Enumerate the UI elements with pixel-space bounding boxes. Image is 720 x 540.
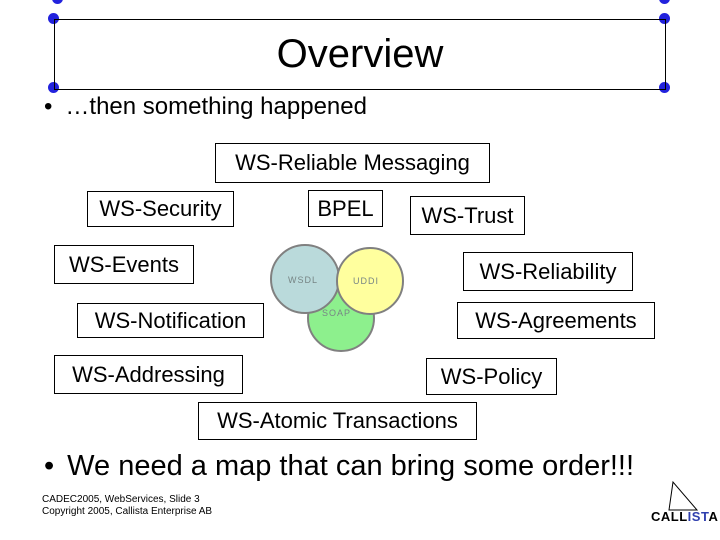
venn-label-wsdl: WSDL — [288, 275, 319, 285]
bullet-text: …then something happened — [65, 93, 367, 120]
box-ws-atomic-transactions: WS-Atomic Transactions — [198, 402, 477, 440]
box-ws-policy: WS-Policy — [426, 358, 557, 395]
callista-logo: CALLISTA — [651, 509, 718, 524]
box-ws-addressing: WS-Addressing — [54, 355, 243, 394]
box-ws-events: WS-Events — [54, 245, 194, 284]
logo-text-prefix: CALL — [651, 509, 688, 524]
title-box: Overview — [54, 19, 666, 90]
venn-label-uddi: UDDI — [353, 276, 379, 286]
slide-footer: CADEC2005, WebServices, Slide 3 Copyrigh… — [42, 494, 212, 518]
bullet-marker: • — [44, 93, 53, 120]
bullet-marker: • — [44, 450, 55, 482]
decor-dot-titlebox-bottom-right — [659, 82, 670, 93]
decor-dot-top-edge-left — [52, 0, 63, 4]
box-ws-reliability: WS-Reliability — [463, 252, 633, 291]
box-bpel: BPEL — [308, 190, 383, 227]
bullet-item-1: • …then something happened — [44, 93, 367, 121]
box-ws-trust: WS-Trust — [410, 196, 525, 235]
slide-title: Overview — [276, 32, 444, 76]
box-ws-reliable-messaging: WS-Reliable Messaging — [215, 143, 490, 183]
box-ws-security: WS-Security — [87, 191, 234, 227]
decor-dot-titlebox-top-right — [659, 13, 670, 24]
box-ws-notification: WS-Notification — [77, 303, 264, 338]
footer-line-1: CADEC2005, WebServices, Slide 3 — [42, 494, 200, 505]
bullet-text: We need a map that can bring some order!… — [67, 450, 635, 482]
decor-dot-titlebox-bottom-left — [48, 82, 59, 93]
footer-line-2: Copyright 2005, Callista Enterprise AB — [42, 506, 213, 517]
bullet-item-2: • We need a map that can bring some orde… — [44, 450, 634, 483]
venn-circle-uddi — [336, 247, 404, 315]
box-ws-agreements: WS-Agreements — [457, 302, 655, 339]
venn-circle-wsdl — [270, 244, 340, 314]
decor-dot-titlebox-top-left — [48, 13, 59, 24]
logo-text-suffix: A — [708, 509, 719, 524]
logo-triangle-icon — [668, 480, 699, 511]
venn-label-soap: SOAP — [322, 308, 352, 318]
decor-dot-top-edge-right — [659, 0, 670, 4]
logo-text-highlight: IST — [687, 509, 709, 524]
